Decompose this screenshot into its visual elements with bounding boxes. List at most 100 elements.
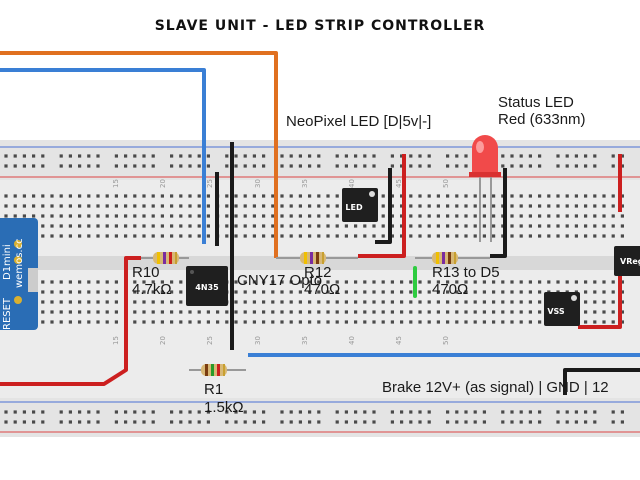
- breadboard-hole: [114, 410, 118, 414]
- breadboard-hole: [436, 194, 440, 198]
- breadboard-hole: [170, 310, 174, 314]
- breadboard-hole: [473, 420, 477, 424]
- breadboard-hole: [124, 194, 128, 198]
- breadboard-hole: [114, 154, 118, 158]
- breadboard-hole: [335, 154, 339, 158]
- breadboard-hole: [105, 234, 109, 238]
- breadboard-hole: [611, 320, 615, 324]
- breadboard-hole: [547, 280, 551, 284]
- breadboard-hole: [501, 300, 505, 304]
- red-wire-wemos: [0, 256, 141, 386]
- breadboard-hole: [510, 300, 514, 304]
- breadboard-hole: [114, 204, 118, 208]
- bottom-power-rail: [0, 398, 640, 437]
- breadboard-hole: [584, 154, 588, 158]
- breadboard-hole: [528, 320, 532, 324]
- breadboard-hole: [308, 214, 312, 218]
- breadboard-hole: [206, 164, 210, 168]
- breadboard-hole: [151, 310, 155, 314]
- breadboard-hole: [492, 224, 496, 228]
- breadboard-hole: [556, 164, 560, 168]
- breadboard-hole: [390, 154, 394, 158]
- breadboard-hole: [151, 410, 155, 414]
- breadboard-hole: [482, 194, 486, 198]
- breadboard-hole: [197, 320, 201, 324]
- breadboard-hole: [188, 194, 192, 198]
- breadboard-hole: [510, 164, 514, 168]
- wemos-board: [0, 218, 38, 330]
- breadboard-hole: [280, 280, 284, 284]
- neopixel-chip: LED: [342, 188, 378, 222]
- breadboard-hole: [354, 164, 358, 168]
- breadboard-hole: [133, 280, 137, 284]
- breadboard-hole: [188, 204, 192, 208]
- breadboard-hole: [59, 214, 63, 218]
- breadboard-hole: [22, 194, 26, 198]
- breadboard-hole: [151, 204, 155, 208]
- breadboard-hole: [68, 320, 72, 324]
- breadboard-hole: [22, 214, 26, 218]
- breadboard-hole: [197, 204, 201, 208]
- breadboard-hole: [4, 214, 8, 218]
- opto-pin1-dot: [190, 270, 194, 274]
- breadboard-hole: [243, 164, 247, 168]
- breadboard-hole: [188, 214, 192, 218]
- breadboard-hole: [170, 300, 174, 304]
- breadboard-hole: [602, 280, 606, 284]
- breadboard-hole: [308, 320, 312, 324]
- breadboard-hole: [262, 280, 266, 284]
- breadboard-hole: [179, 214, 183, 218]
- breadboard-hole: [418, 290, 422, 294]
- breadboard-hole: [197, 410, 201, 414]
- breadboard-hole: [206, 320, 210, 324]
- breadboard-hole: [13, 164, 17, 168]
- breadboard-hole: [96, 310, 100, 314]
- breadboard-hole: [133, 154, 137, 158]
- cny17-label: CNY17 Opto: [237, 272, 322, 289]
- breadboard-hole: [271, 300, 275, 304]
- breadboard-hole: [455, 204, 459, 208]
- breadboard-hole: [354, 280, 358, 284]
- breadboard-hole: [381, 310, 385, 314]
- breadboard-hole: [308, 310, 312, 314]
- breadboard-hole: [510, 154, 514, 158]
- breadboard-hole: [400, 310, 404, 314]
- breadboard-hole: [335, 420, 339, 424]
- breadboard-hole: [142, 164, 146, 168]
- breadboard-hole: [565, 280, 569, 284]
- breadboard-hole: [363, 280, 367, 284]
- breadboard-hole: [234, 204, 238, 208]
- breadboard-hole: [584, 194, 588, 198]
- breadboard-hole: [252, 300, 256, 304]
- breadboard-hole: [436, 214, 440, 218]
- breadboard-hole: [179, 234, 183, 238]
- breadboard-hole: [68, 204, 72, 208]
- breadboard-hole: [418, 224, 422, 228]
- breadboard-hole: [142, 310, 146, 314]
- breadboard-hole: [482, 280, 486, 284]
- breadboard-hole: [68, 420, 72, 424]
- breadboard-hole: [124, 224, 128, 228]
- wemos-pad-3: [14, 296, 22, 304]
- breadboard-hole: [492, 280, 496, 284]
- breadboard-hole: [409, 164, 413, 168]
- breadboard-hole: [455, 410, 459, 414]
- breadboard-hole: [446, 280, 450, 284]
- breadboard-hole: [160, 290, 164, 294]
- breadboard-hole: [519, 320, 523, 324]
- breadboard-hole: [151, 154, 155, 158]
- wemos-usb: [28, 268, 38, 292]
- breadboard-hole: [298, 154, 302, 158]
- breadboard-hole: [538, 290, 542, 294]
- breadboard-hole: [179, 300, 183, 304]
- breadboard-hole: [427, 420, 431, 424]
- breadboard-hole: [114, 194, 118, 198]
- breadboard-hole: [344, 154, 348, 158]
- breadboard-hole: [565, 164, 569, 168]
- breadboard-hole: [179, 224, 183, 228]
- breadboard-hole: [363, 300, 367, 304]
- breadboard-hole: [611, 280, 615, 284]
- breadboard-hole: [225, 154, 229, 158]
- vreg-body: [614, 246, 640, 276]
- breadboard-hole: [234, 194, 238, 198]
